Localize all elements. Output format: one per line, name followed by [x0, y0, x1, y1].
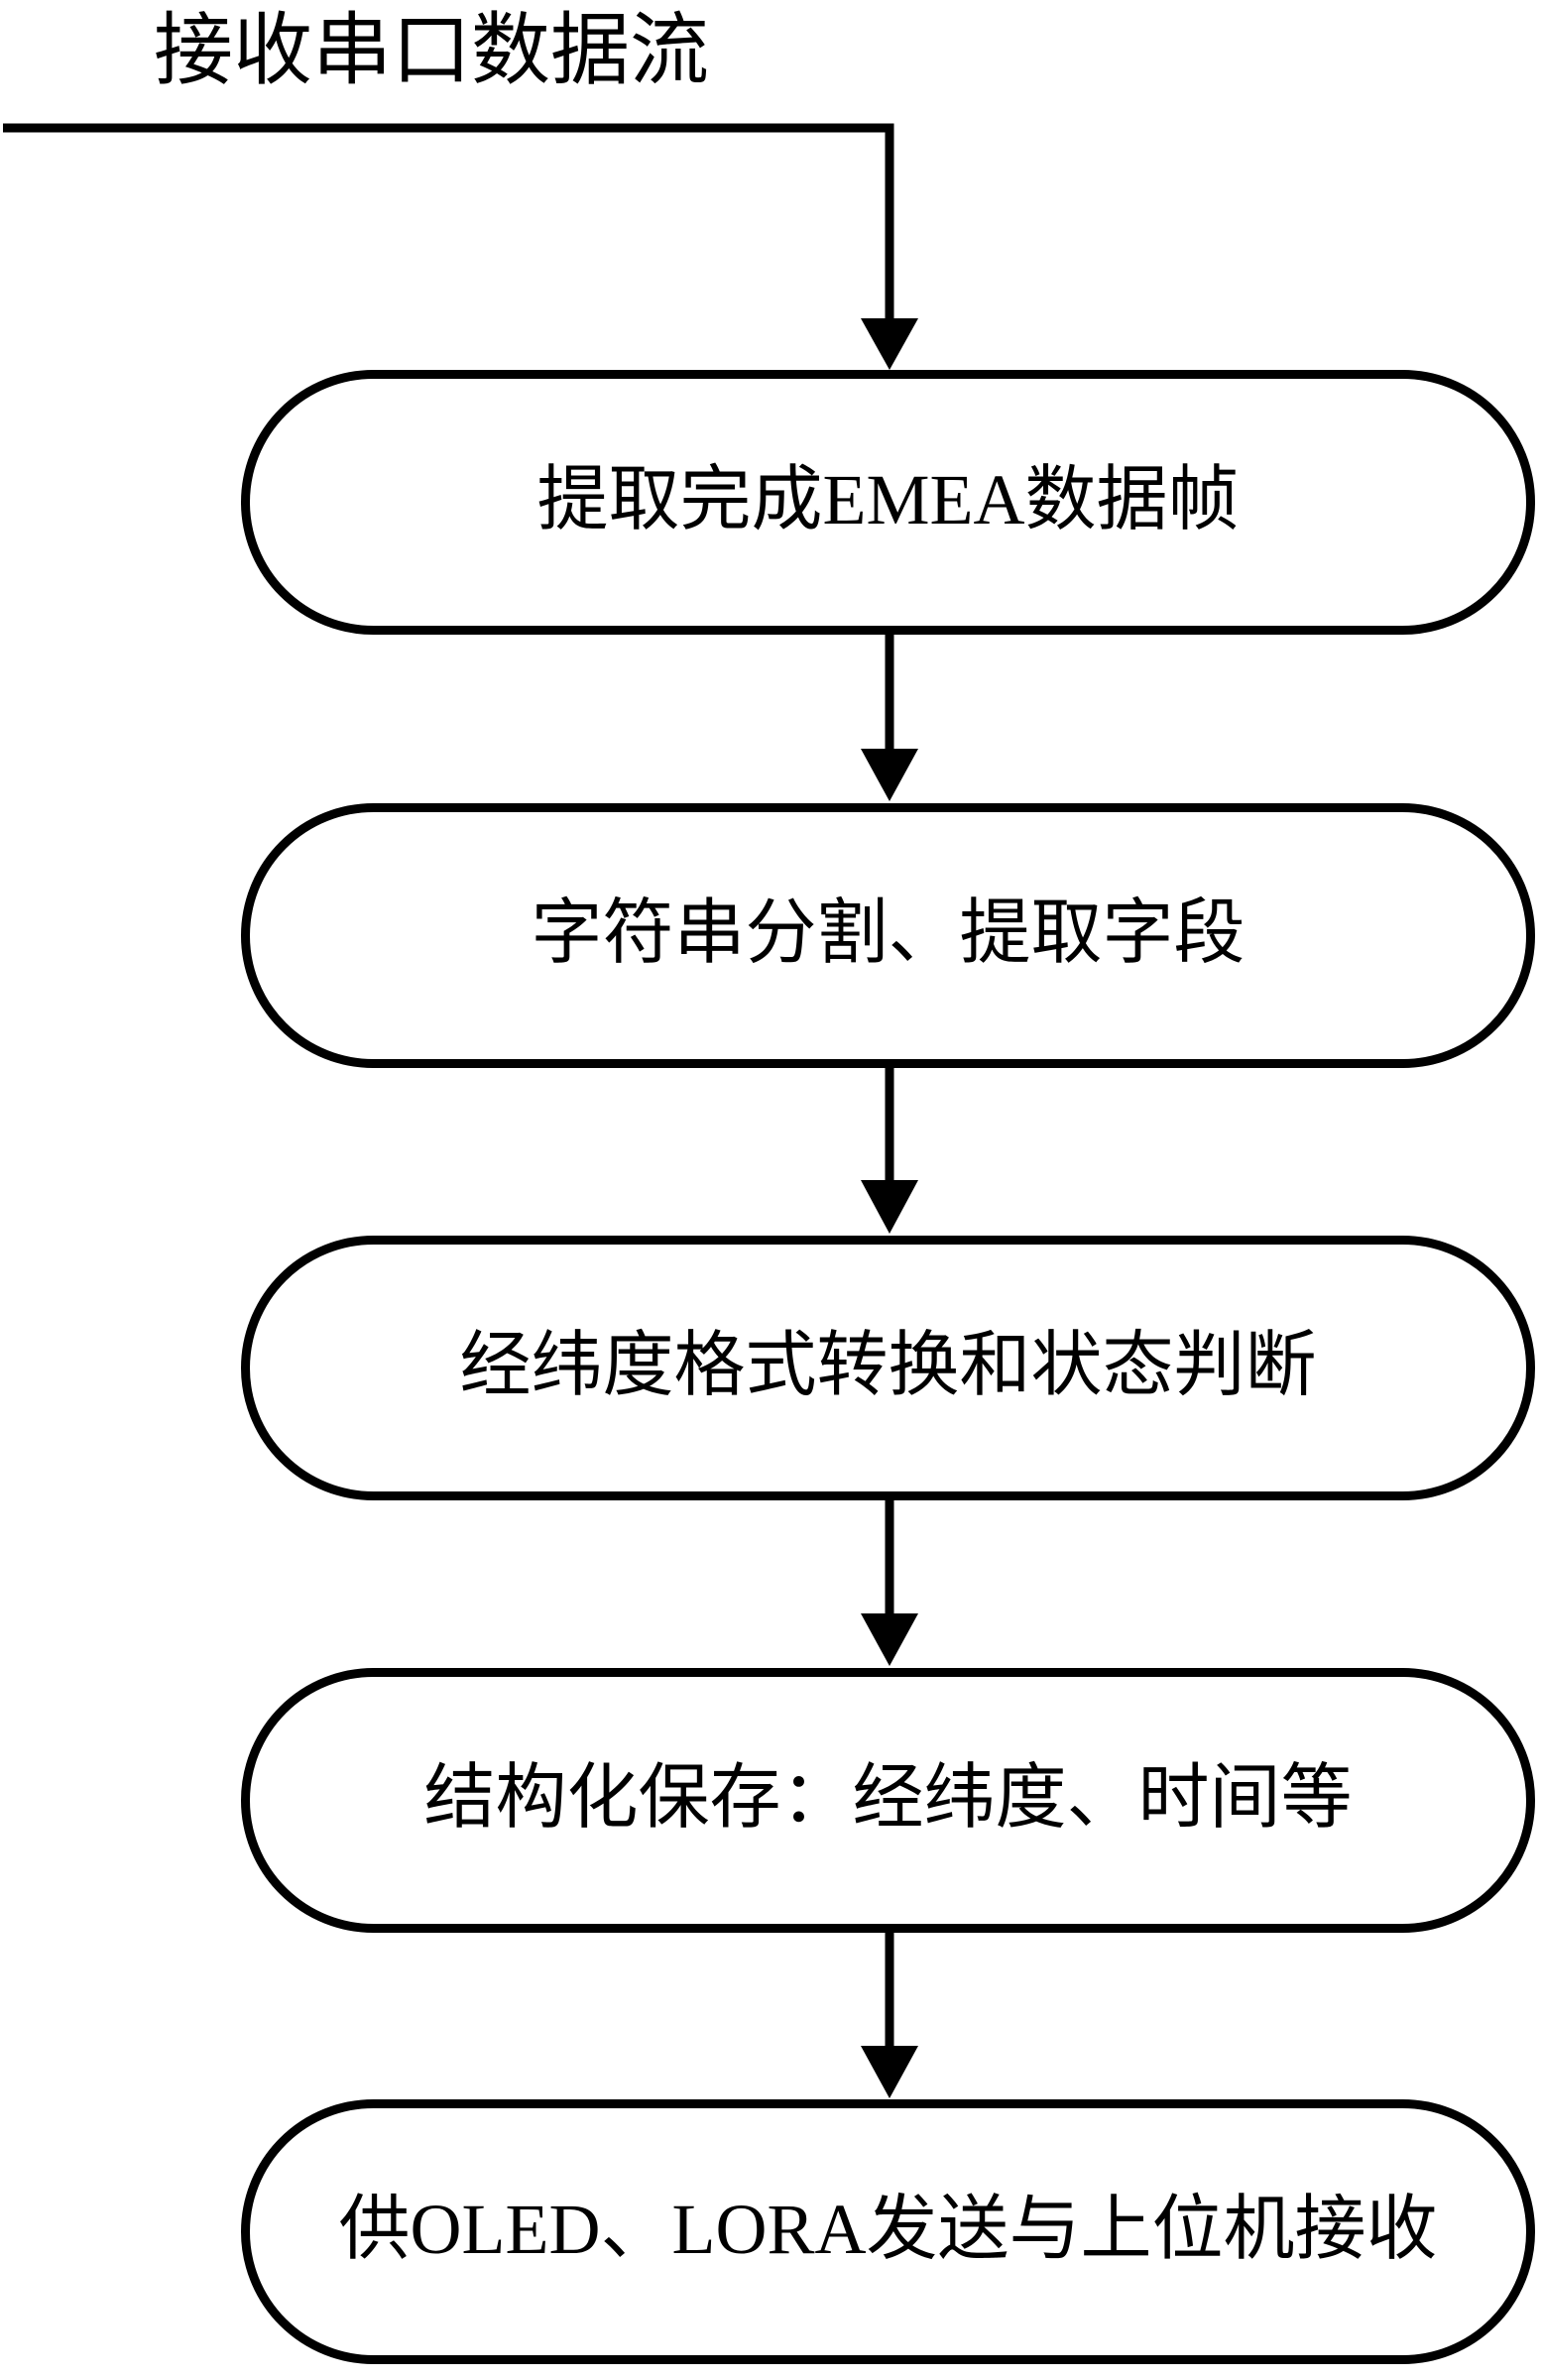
- flow-node-split-string: 字符串分割、提取字段: [241, 803, 1535, 1068]
- arrowhead-into-node-4: [861, 1613, 918, 1666]
- flow-node-label: 结构化保存：经纬度、时间等: [423, 1757, 1353, 1838]
- start-connector-line: [3, 123, 894, 324]
- flow-node-label: 经纬度格式转换和状态判断: [459, 1325, 1317, 1405]
- flow-node-structured-save: 结构化保存：经纬度、时间等: [241, 1668, 1535, 1933]
- arrowhead-into-node-1: [861, 318, 918, 370]
- flow-node-format-convert: 经纬度格式转换和状态判断: [241, 1236, 1535, 1500]
- flow-node-extract-frame: 提取完成EMEA数据帧: [241, 370, 1535, 635]
- flow-node-label: 提取完成EMEA数据帧: [536, 459, 1240, 539]
- arrowhead-into-node-5: [861, 2046, 918, 2098]
- flow-node-label: 字符串分割、提取字段: [531, 892, 1246, 973]
- arrowhead-into-node-2: [861, 749, 918, 801]
- flow-node-label: 供OLED、LORA发送与上位机接收: [338, 2189, 1438, 2269]
- flow-start-label: 接收串口数据流: [154, 8, 709, 95]
- flow-node-output-send: 供OLED、LORA发送与上位机接收: [241, 2099, 1535, 2364]
- arrowhead-into-node-3: [861, 1180, 918, 1234]
